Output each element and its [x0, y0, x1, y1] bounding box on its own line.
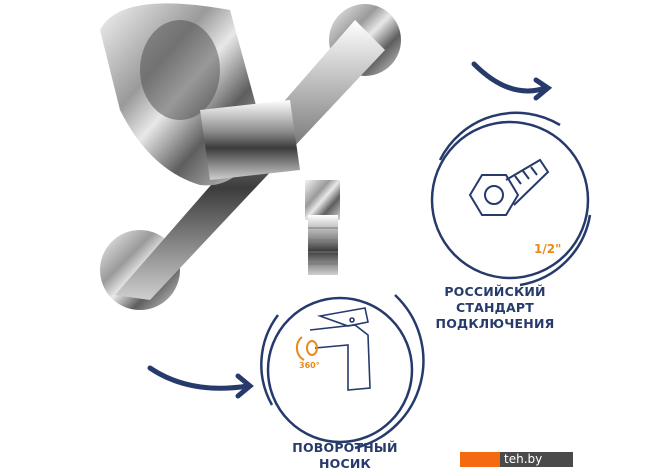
caption-line: ПОВОРОТНЫЙ: [292, 440, 398, 455]
logo-text: teh.by: [500, 452, 573, 467]
outlet-thread: [308, 215, 338, 275]
thread-size-label: 1/2": [534, 242, 562, 256]
caption-line: НОСИК: [319, 456, 371, 471]
rotation-label: 360°: [299, 361, 320, 370]
swivel-spout-icon: [295, 307, 371, 391]
caption-swivel-spout: ПОВОРОТНЫЙ НОСИК: [270, 440, 420, 472]
fitting-badge: [430, 111, 592, 287]
caption-line: РОССИЙСКИЙ: [444, 284, 546, 299]
watermark-logo: teh.by: [460, 452, 573, 467]
logo-orange-block: [460, 452, 500, 467]
outlet-neck: [305, 180, 340, 220]
shower-mixer: [100, 3, 401, 310]
diverter-knob: [200, 100, 300, 180]
caption-connection-standard: РОССИЙСКИЙ СТАНДАРТ ПОДКЛЮЧЕНИЯ: [420, 284, 570, 332]
spout-badge: [260, 294, 425, 450]
arrow-bottom: [147, 365, 251, 391]
caption-line: ПОДКЛЮЧЕНИЯ: [435, 316, 555, 331]
caption-line: СТАНДАРТ: [456, 300, 534, 315]
fitting-icon: [468, 158, 550, 216]
arrow-top: [471, 61, 548, 94]
